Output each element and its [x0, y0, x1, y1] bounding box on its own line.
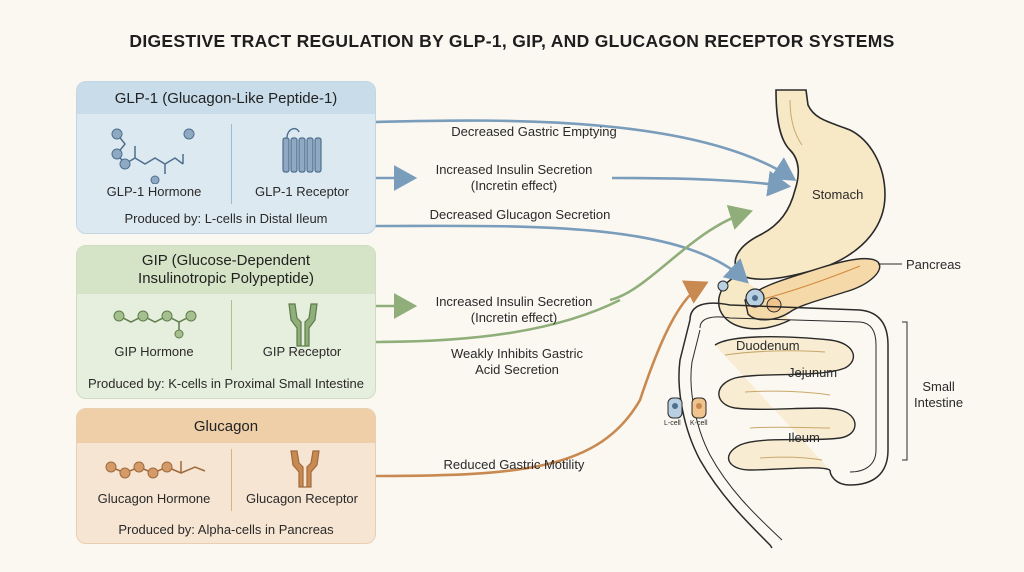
glp1-divider: [231, 124, 232, 204]
arrow-glp1-glucagon: [373, 224, 749, 284]
glucagon-hormone-label: Glucagon Hormone: [97, 491, 211, 506]
label-jejunum: Jejunum: [788, 365, 838, 380]
gip-receptor-icon: [288, 303, 318, 347]
arrow-glp1-insulin-to-stomach: [611, 170, 792, 197]
effect-gip-acid: Weakly Inhibits Gastric Acid Secretion: [414, 346, 620, 378]
effect-gip-acid-line1: Weakly Inhibits Gastric: [451, 346, 583, 361]
gip-panel-title: GIP (Glucose-Dependent Insulinotropic Po…: [77, 246, 375, 294]
arrow-gip-insulin-to-stomach: [609, 204, 753, 302]
glucagon-panel-title: Glucagon: [77, 409, 375, 443]
effect-glp1-glucagon: Decreased Glucagon Secretion: [429, 207, 611, 222]
arrow-glp1-gastric-emptying: [373, 119, 797, 181]
glp1-hormone-label: GLP-1 Hormone: [106, 184, 202, 199]
arrow-glucagon-motility: [373, 280, 709, 478]
gip-hormone-icon: [113, 310, 197, 339]
glp1-receptor-icon: [282, 127, 322, 173]
effect-glp1-insulin-line1: Increased Insulin Secretion: [435, 162, 593, 177]
label-k-cell: K-cell: [690, 420, 708, 427]
page-title: DIGESTIVE TRACT REGULATION BY GLP-1, GIP…: [129, 31, 895, 51]
effect-gip-insulin-line2: (Incretin effect): [470, 310, 558, 325]
gip-hormone-label: GIP Hormone: [114, 344, 194, 359]
gip-panel: GIP (Glucose-Dependent Insulinotropic Po…: [76, 245, 376, 399]
glucagon-receptor-label: Glucagon Receptor: [245, 491, 358, 506]
label-small-intestine-line2: Intestine: [914, 395, 964, 410]
glucagon-hormone-icon: [105, 461, 206, 479]
gip-receptor-label: GIP Receptor: [262, 344, 342, 359]
glucagon-divider: [231, 449, 232, 511]
small-intestine-bracket: [902, 321, 908, 461]
glp1-receptor-label: GLP-1 Receptor: [255, 184, 349, 199]
label-small-intestine-line1: Small: [922, 379, 955, 394]
effect-gip-acid-line2: Acid Secretion: [475, 362, 559, 377]
label-small-intestine: Small Intestine: [914, 379, 963, 411]
effect-glp1-gastric-emptying: Decreased Gastric Emptying: [451, 124, 617, 139]
glp1-hormone-icon: [111, 128, 195, 184]
gip-divider: [231, 300, 232, 370]
glucagon-panel: Glucagon Glucagon Hormone Glucagon Recep…: [76, 408, 376, 544]
pancreas-illustration: [717, 258, 881, 321]
effect-glp1-insulin: Increased Insulin Secretion (Incretin ef…: [414, 162, 614, 194]
label-stomach: Stomach: [812, 187, 864, 202]
effect-gip-insulin-line1: Increased Insulin Secretion: [435, 294, 593, 309]
glp1-produced-by: Produced by: L-cells in Distal Ileum: [124, 211, 328, 226]
arrow-gip-acid: [373, 298, 621, 344]
glp1-panel-title: GLP-1 (Glucagon-Like Peptide-1): [77, 82, 375, 114]
glucagon-produced-by: Produced by: Alpha-cells in Pancreas: [118, 522, 334, 537]
label-duodenum: Duodenum: [736, 338, 800, 353]
stomach-illustration: [734, 89, 886, 280]
glucagon-receptor-icon: [290, 450, 320, 488]
gip-title-line2: Insulinotropic Polypeptide): [138, 270, 314, 287]
label-ileum: Ileum: [788, 430, 820, 445]
small-intestine-illustration: [667, 302, 889, 549]
effect-glucagon-motility: Reduced Gastric Motility: [443, 457, 585, 472]
effect-gip-insulin: Increased Insulin Secretion (Incretin ef…: [414, 294, 614, 326]
label-l-cell: L-cell: [664, 420, 681, 427]
effect-glp1-insulin-line2: (Incretin effect): [470, 178, 558, 193]
label-pancreas: Pancreas: [906, 257, 961, 272]
gip-title-line1: GIP (Glucose-Dependent: [141, 252, 311, 269]
gip-produced-by: Produced by: K-cells in Proximal Small I…: [87, 376, 364, 391]
glp1-panel: GLP-1 (Glucagon-Like Peptide-1) GLP-1 Ho…: [76, 81, 376, 234]
